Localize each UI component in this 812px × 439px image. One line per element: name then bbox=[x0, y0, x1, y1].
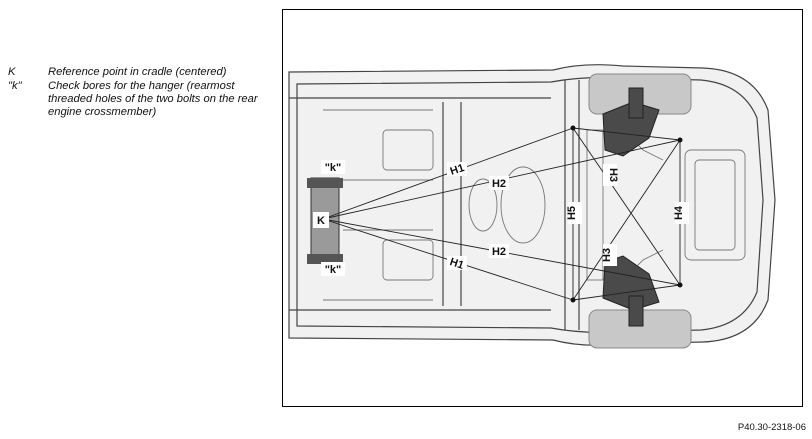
label-h1-bottom: H1 bbox=[448, 256, 465, 272]
label-h3-top: H3 bbox=[607, 168, 619, 182]
legend-text: Reference point in cradle (centered) bbox=[48, 66, 227, 78]
underbody-structure bbox=[323, 109, 746, 301]
legend-key: "k" bbox=[8, 80, 22, 92]
label-backgrounds bbox=[313, 160, 689, 276]
underbody-diagram: K "k" "k" H1 H1 H2 H2 H3 H3 H4 H5 bbox=[288, 64, 776, 349]
label-h3-bottom: H3 bbox=[601, 248, 613, 262]
reference-code: P40.30-2318-06 bbox=[737, 422, 806, 433]
label-h1-top: H1 bbox=[449, 162, 466, 178]
label-h2-bottom: H2 bbox=[492, 246, 506, 258]
label-h4: H4 bbox=[673, 205, 685, 220]
label-k-bottom: "k" bbox=[325, 264, 342, 276]
legend-text: Check bores for the hanger (rearmost thr… bbox=[48, 80, 258, 118]
label-h5: H5 bbox=[566, 206, 578, 220]
point-front-right bbox=[570, 297, 576, 303]
legend-row-k: K Reference point in cradle (centered) bbox=[8, 66, 270, 79]
label-h2-top: H2 bbox=[492, 178, 506, 190]
legend-key: K bbox=[8, 66, 16, 78]
label-k-top: "k" bbox=[325, 162, 342, 174]
point-front-left bbox=[570, 125, 576, 131]
legend-row-k-quoted: "k" Check bores for the hanger (rearmost… bbox=[8, 80, 270, 119]
legend: K Reference point in cradle (centered) "… bbox=[8, 66, 270, 120]
point-rear-left bbox=[677, 137, 683, 143]
diagram-frame: K "k" "k" H1 H1 H2 H2 H3 H3 H4 H5 bbox=[282, 9, 803, 407]
label-k: K bbox=[317, 215, 325, 227]
car-body-outline bbox=[288, 64, 776, 346]
point-rear-right bbox=[677, 282, 683, 288]
